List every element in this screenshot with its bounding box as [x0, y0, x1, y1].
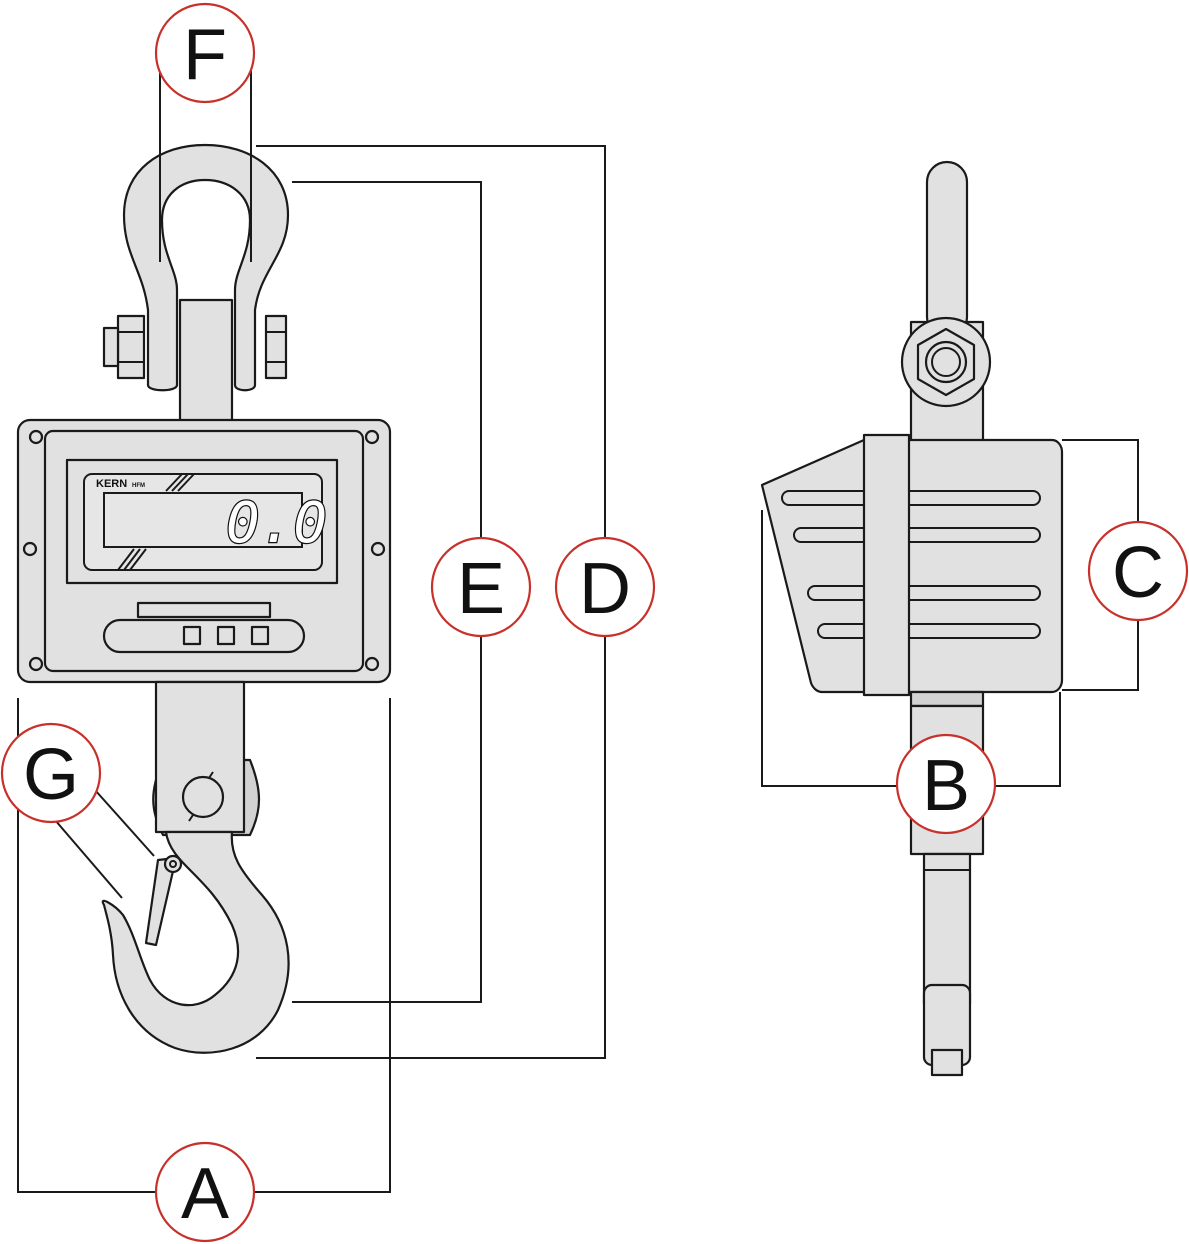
key-button[interactable] — [250, 625, 270, 646]
latch-pin — [163, 854, 183, 874]
callout-D: D — [554, 536, 656, 638]
screw — [370, 541, 386, 557]
slot — [817, 623, 1041, 639]
key-button[interactable] — [182, 625, 202, 646]
screw — [364, 429, 380, 445]
callout-C: C — [1087, 520, 1189, 622]
slot — [807, 585, 1041, 601]
bolt-end-left — [102, 326, 120, 368]
weight-readout: 0.0 — [226, 491, 327, 556]
callout-label-G: G — [23, 735, 79, 815]
callout-B: B — [895, 733, 997, 835]
callout-label-B: B — [922, 746, 970, 826]
shackle-rod — [178, 298, 234, 424]
nut-right — [264, 314, 288, 380]
callout-label-A: A — [181, 1154, 229, 1234]
shackle-side — [925, 160, 969, 339]
hook-side — [922, 852, 972, 1006]
brand-label: KERN — [96, 478, 127, 490]
callout-label-C: C — [1112, 533, 1164, 613]
hook-pivot — [181, 775, 225, 819]
keypad — [102, 618, 306, 654]
callout-label-F: F — [183, 15, 227, 95]
callout-E: E — [430, 536, 532, 638]
callout-F: F — [154, 2, 256, 104]
side-strap — [862, 433, 911, 697]
callout-A: A — [154, 1141, 256, 1243]
label-strip — [136, 601, 272, 619]
hook — [101, 830, 290, 1054]
lower-collar — [909, 690, 985, 708]
callout-label-D: D — [579, 549, 631, 629]
side-view — [760, 160, 1064, 1077]
slot — [793, 527, 1041, 543]
shackle — [122, 143, 290, 392]
screw — [28, 429, 44, 445]
model-label: HFM — [132, 483, 145, 489]
screw — [22, 541, 38, 557]
screw — [364, 656, 380, 672]
hook-side-end — [930, 1048, 964, 1077]
bolt-head-left — [116, 314, 146, 380]
front-view: KERN HFM 0.0 — [16, 143, 392, 1054]
key-button[interactable] — [216, 625, 236, 646]
slot — [781, 490, 1041, 506]
screw — [28, 656, 44, 672]
callout-label-E: E — [457, 549, 505, 629]
callout-G: G — [0, 722, 102, 824]
housing-side — [760, 438, 1064, 694]
